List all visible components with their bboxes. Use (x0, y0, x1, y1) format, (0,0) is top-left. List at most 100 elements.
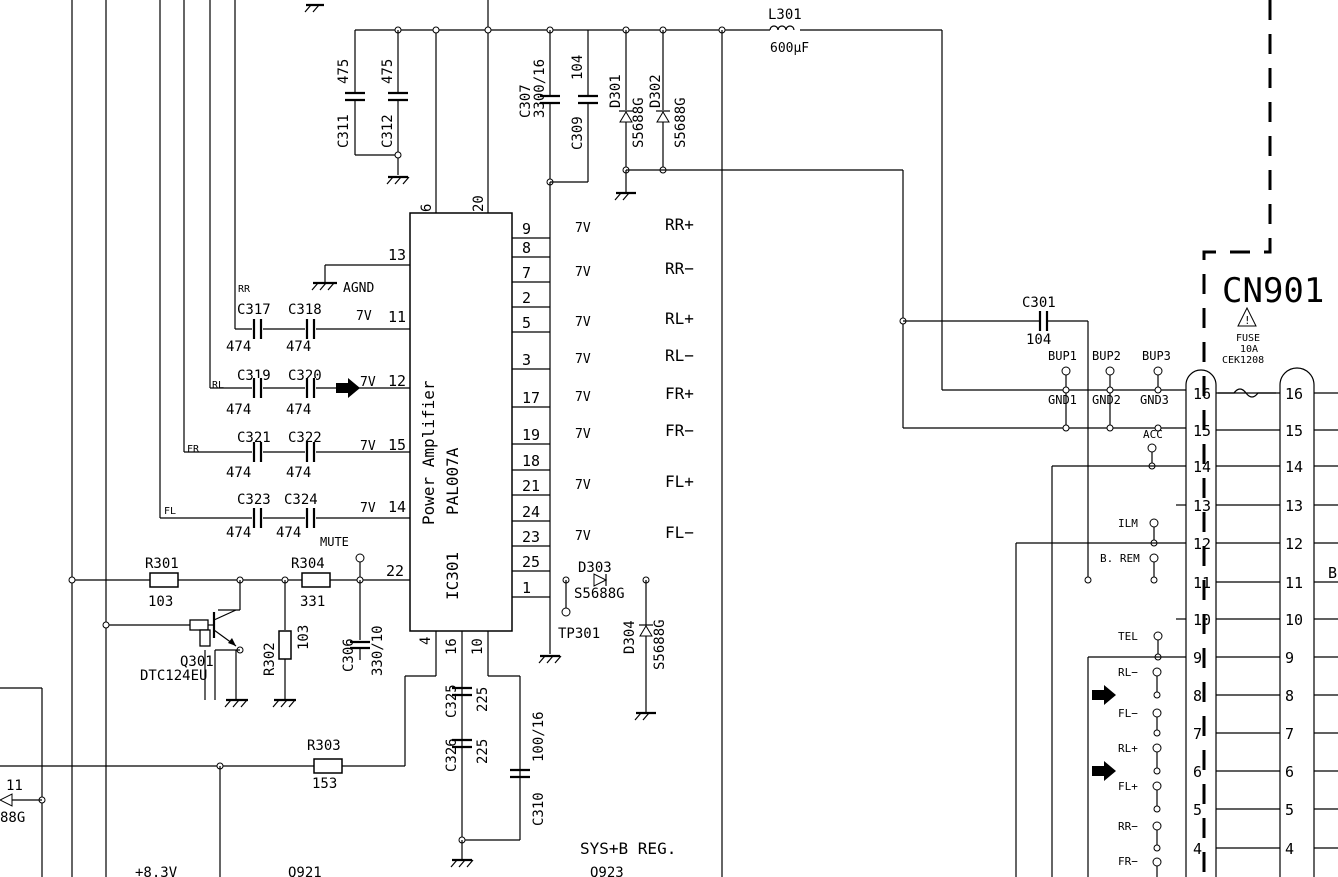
d301-ref: D301 (608, 74, 624, 108)
ic-right-pin-num: 8 (522, 239, 531, 257)
cn-pin-left: 14 (1193, 458, 1211, 476)
left-partial-ref1: 11 (6, 778, 23, 794)
cap-val: 474 (226, 465, 251, 481)
ic-bottom-pin: 10 (470, 638, 486, 655)
ic-pin-voltage: 7V (575, 221, 591, 236)
partial-label-2: Q921 (288, 865, 322, 877)
cn-pin-right: 16 (1285, 385, 1303, 403)
q923-label: Q923 (590, 865, 624, 877)
connector-signal-labels: BUP1 BUP2 BUP3 GND1 GND2 GND3 ACC ILM B.… (1015, 349, 1186, 877)
cn-pin-right: 5 (1285, 801, 1294, 819)
cn-pin-right: 6 (1285, 763, 1294, 781)
rl-plus-label: RL+ (1118, 742, 1138, 755)
bup-label: BUP1 (1048, 349, 1077, 363)
signal-arrow-icon (336, 378, 360, 398)
ic-pin-signal: RL− (665, 346, 694, 365)
gnd-label: GND2 (1092, 393, 1121, 407)
c306-val: 330/10 (370, 625, 386, 676)
cap-ref: C320 (288, 368, 322, 384)
d303-val: S5688G (574, 586, 625, 602)
ic-right-pin-num: 5 (522, 314, 531, 332)
fl-plus-label: FL+ (1118, 780, 1138, 793)
ic-ref-label: IC301 (443, 552, 462, 600)
ic-left-pins: 13 11 7V 12 7V 15 7V 14 7V 22 (72, 246, 410, 581)
c311-val: 475 (336, 59, 352, 84)
r301-val: 103 (148, 594, 173, 610)
cn-right-partial: B (1328, 564, 1337, 582)
ic-right-pin-num: 7 (522, 264, 531, 282)
cn-pin-left: 10 (1193, 611, 1211, 629)
left-partial-ref2: 88G (0, 810, 25, 826)
cn-pin-right: 11 (1285, 574, 1303, 592)
cn-pin-left: 16 (1193, 385, 1211, 403)
ic-right-pin-num: 21 (522, 477, 540, 495)
r302-val: 103 (296, 625, 312, 650)
cap-ref: C322 (288, 430, 322, 446)
ic-pin-voltage: 7V (575, 315, 591, 330)
d302-val: S5688G (673, 97, 689, 148)
tel-label: TEL (1118, 630, 1138, 643)
fuse-part: CEK1208 (1222, 355, 1264, 366)
cn-pin-right: 10 (1285, 611, 1303, 629)
ic-pin-signal: FR+ (665, 384, 694, 403)
ic-right-pin-num: 19 (522, 426, 540, 444)
ic-right-pin-num: 2 (522, 289, 531, 307)
cn-pin-left: 5 (1193, 801, 1202, 819)
cap-ref: C318 (288, 302, 322, 318)
c310-val: 100/16 (531, 711, 547, 762)
cn-pin-left: 13 (1193, 497, 1211, 515)
ic-right-pin-num: 17 (522, 389, 540, 407)
ic-pin-signal: RR+ (665, 215, 694, 234)
warning-icon: ! (1244, 314, 1251, 327)
cap-val: 474 (226, 339, 251, 355)
ic-right-pin-num: 25 (522, 553, 540, 571)
mute-label: MUTE (320, 535, 349, 549)
gnd-label: GND3 (1140, 393, 1169, 407)
cap-val: 474 (286, 465, 311, 481)
ic-pin-signal: RL+ (665, 309, 694, 328)
agnd-ground: AGND (311, 264, 380, 296)
ic-left-pin-in: 7V (360, 439, 376, 454)
cn-pin-left: 11 (1193, 574, 1211, 592)
c326-val: 225 (475, 739, 491, 764)
d304-ref: D304 (622, 620, 638, 654)
ic-left-pin-num: 15 (388, 436, 406, 454)
cap-val: 474 (226, 525, 251, 541)
rr-minus-label: RR− (1118, 820, 1138, 833)
ic-right-pin-num: 9 (522, 220, 531, 238)
fr-minus-label: FR− (1118, 855, 1138, 868)
input-caps: RR C317 C318 474 474 RL C319 C320 474 47… (164, 284, 360, 541)
cn-pin-right: 12 (1285, 535, 1303, 553)
c306-ref: C306 (341, 638, 357, 672)
r302-ref: R302 (262, 642, 278, 676)
ic-function-label: Power Amplifier (419, 380, 438, 525)
cn-pin-left: 4 (1193, 840, 1202, 858)
cn-pin-right: 7 (1285, 725, 1294, 743)
cn-pin-right: 15 (1285, 422, 1303, 440)
sys-label: SYS+B REG. (580, 839, 676, 858)
cn-pin-right: 13 (1285, 497, 1303, 515)
ic-bottom-pin: 16 (444, 638, 460, 655)
ic-top-pin: 20 (471, 195, 487, 212)
ic-pin-voltage: 7V (575, 352, 591, 367)
ic-bottom-pin: 4 (418, 637, 434, 645)
ic-right-pin-num: 18 (522, 452, 540, 470)
left-bus-lines (0, 0, 405, 877)
c312-ref: C312 (380, 114, 396, 148)
d301-val: S5688G (631, 97, 647, 148)
bottom-left-components: R303 153 11 88G +8.3V Q921 C325 225 C326… (0, 684, 676, 877)
ic-pin-voltage: 7V (575, 265, 591, 280)
cn-pin-left: 6 (1193, 763, 1202, 781)
l301-val: 600μF (770, 41, 809, 56)
cap-val: 474 (226, 402, 251, 418)
ic-pin-voltage: 7V (575, 427, 591, 442)
ic-left-pin-in: 7V (356, 309, 372, 324)
input-channel-label: RL (212, 380, 224, 391)
ic-pin-voltage: 7V (575, 478, 591, 493)
cn-pin-right: 4 (1285, 840, 1294, 858)
ic-left-pin-num: 12 (388, 372, 406, 390)
tp301-ref: TP301 (558, 626, 600, 642)
